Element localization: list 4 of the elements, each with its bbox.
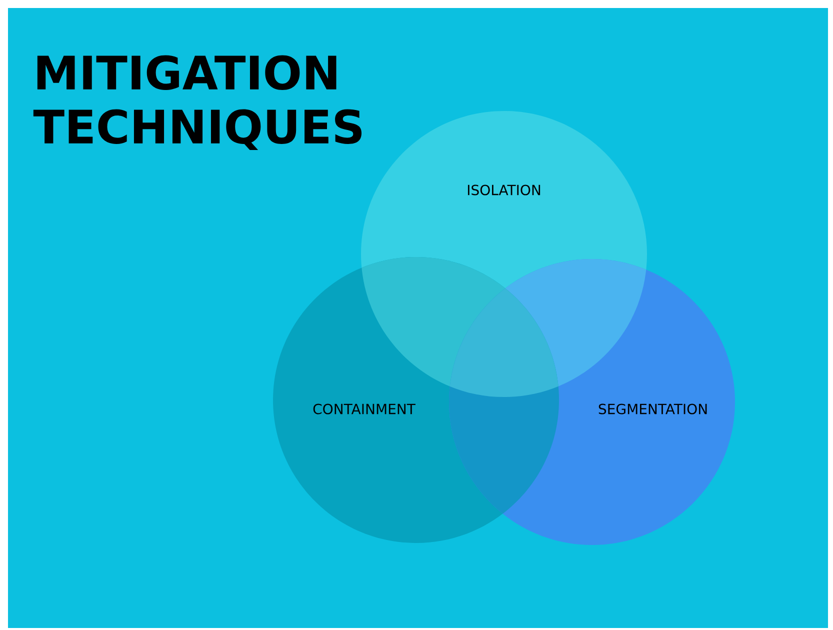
circle-label: SEGMENTATION: [598, 404, 707, 414]
circle-label: CONTAINMENT: [313, 404, 416, 414]
circle-label: ISOLATION: [468, 184, 540, 196]
title: MITIGATION TECHNIQUES: [33, 55, 362, 150]
